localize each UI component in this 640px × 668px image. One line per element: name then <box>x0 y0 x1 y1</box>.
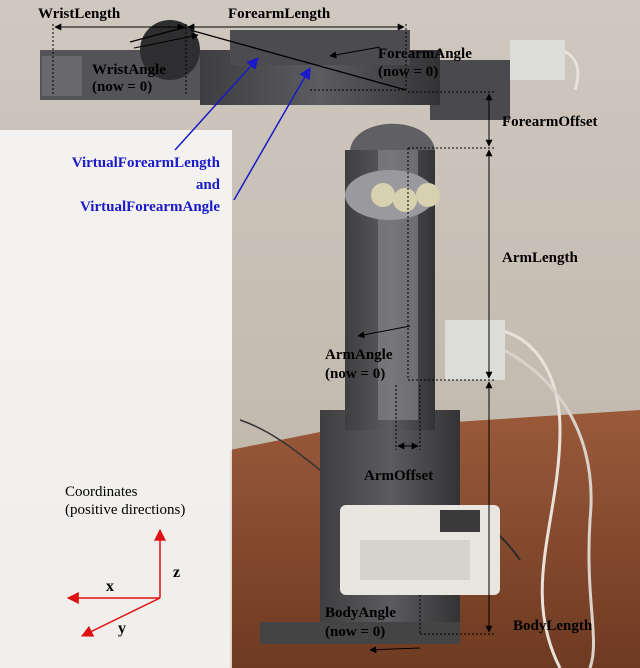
forearm-length-label: ForearmLength <box>228 6 331 22</box>
arm-offset-label: ArmOffset <box>364 468 434 484</box>
forearm-offset-label: ForearmOffset <box>502 114 598 130</box>
body-angle-label: BodyAngle <box>325 605 396 621</box>
body-angle-note: (now = 0) <box>325 624 386 640</box>
y-axis-label: y <box>118 620 126 637</box>
forearm-angle-label: ForearmAngle <box>378 46 472 62</box>
arm-length-label: ArmLength <box>502 250 578 266</box>
forearm-angle-note: (now = 0) <box>378 64 439 80</box>
arm-angle-label: ArmAngle <box>325 347 393 363</box>
virtual-forearm-line3: VirtualForearmAngle <box>80 199 220 215</box>
wrist-length-label: WristLength <box>38 6 121 22</box>
coordinates-subtitle: (positive directions) <box>65 502 186 518</box>
wrist-angle-note: (now = 0) <box>92 79 153 95</box>
body-length-label: BodyLength <box>513 618 593 634</box>
x-axis-label: x <box>106 578 114 595</box>
wrist-angle-label: WristAngle <box>92 62 166 78</box>
virtual-forearm-line1: VirtualForearmLength <box>71 155 220 171</box>
arm-angle-note: (now = 0) <box>325 366 386 382</box>
coordinates-title: Coordinates <box>65 484 138 500</box>
virtual-forearm-line2: and <box>195 177 220 193</box>
z-axis-label: z <box>173 564 181 581</box>
